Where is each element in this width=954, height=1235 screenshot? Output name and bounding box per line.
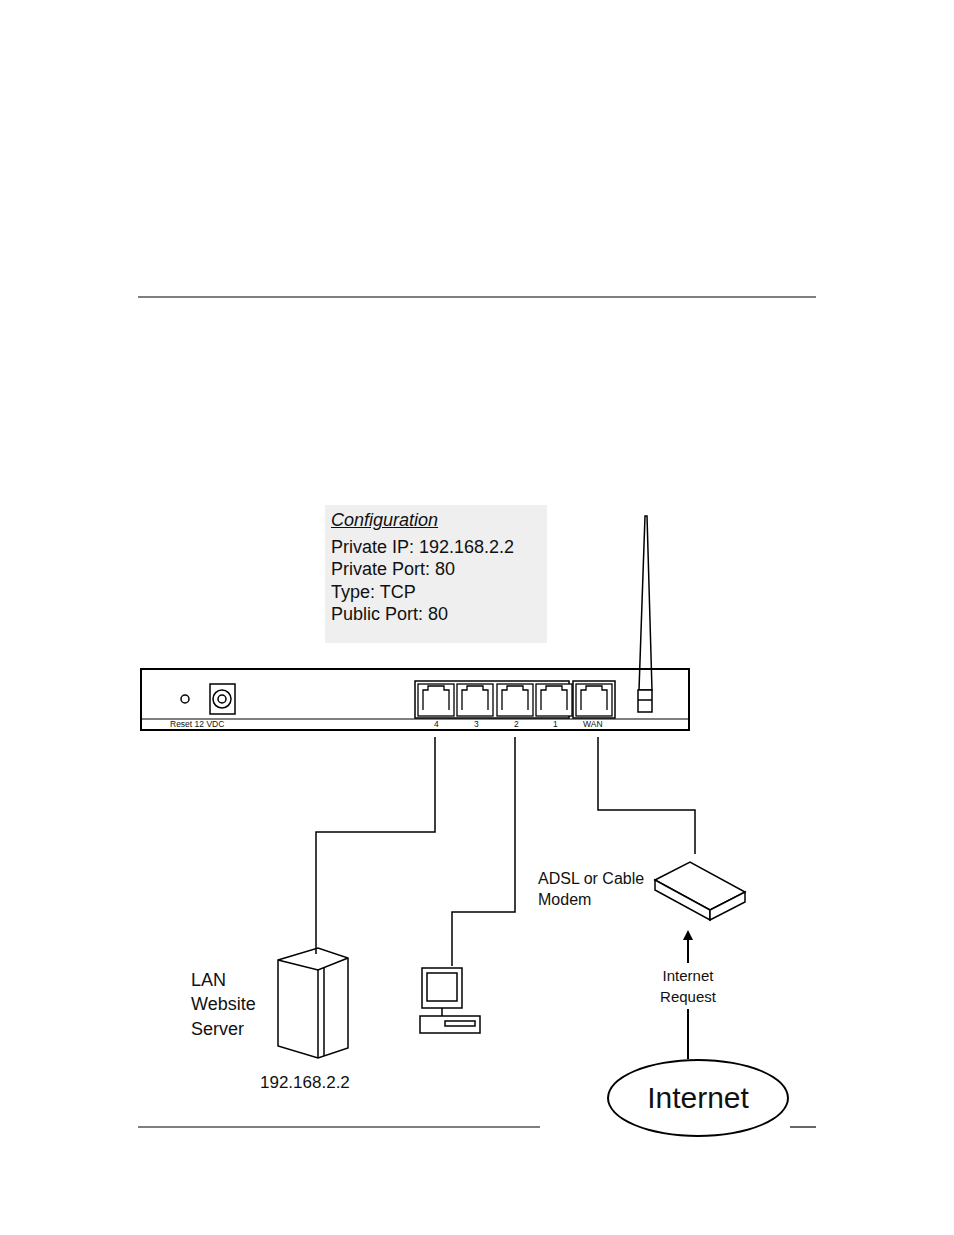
edge-label: Internet Request [652, 963, 724, 1009]
connector [598, 737, 695, 854]
port-label: WAN [583, 720, 603, 729]
internet-label: Internet [647, 1079, 749, 1117]
router-panel [141, 681, 689, 719]
config-line: Private Port: 80 [331, 558, 541, 581]
port-label: 1 [553, 720, 558, 729]
ethernet-ports [418, 684, 612, 716]
connector [316, 737, 435, 954]
internet-ellipse: Internet [607, 1059, 789, 1137]
antenna [638, 516, 652, 712]
config-line: Private IP: 192.168.2.2 [331, 536, 541, 559]
server-node: LAN Website Server192.168.2.2 [278, 948, 358, 1058]
config-heading: Configuration [331, 509, 541, 532]
lan-cable [452, 737, 515, 966]
router-box: Reset 12 VDC 4 3 2 1 WAN [140, 668, 690, 731]
port-label: 2 [514, 720, 519, 729]
config-line: Public Port: 80 [331, 603, 541, 626]
config-line: Type: TCP [331, 581, 541, 604]
server-symbol [278, 948, 348, 1058]
server-label: LAN Website Server [191, 968, 271, 1041]
page-rule [138, 1126, 540, 1127]
page-rule [138, 296, 816, 297]
config-box: ConfigurationPrivate IP: 192.168.2.2Priv… [325, 505, 547, 643]
port-label: 3 [474, 720, 479, 729]
computer-symbol [420, 968, 480, 1033]
port-label: 4 [434, 720, 439, 729]
modem-symbol [655, 862, 745, 920]
modem-label: ADSL or Cable Modem [538, 869, 650, 911]
ip-label: 192.168.2.2 [260, 1072, 350, 1093]
port-label: Reset 12 VDC [170, 720, 224, 729]
page-rule [790, 1126, 816, 1127]
modem-node: ADSL or Cable Modem [655, 862, 745, 920]
